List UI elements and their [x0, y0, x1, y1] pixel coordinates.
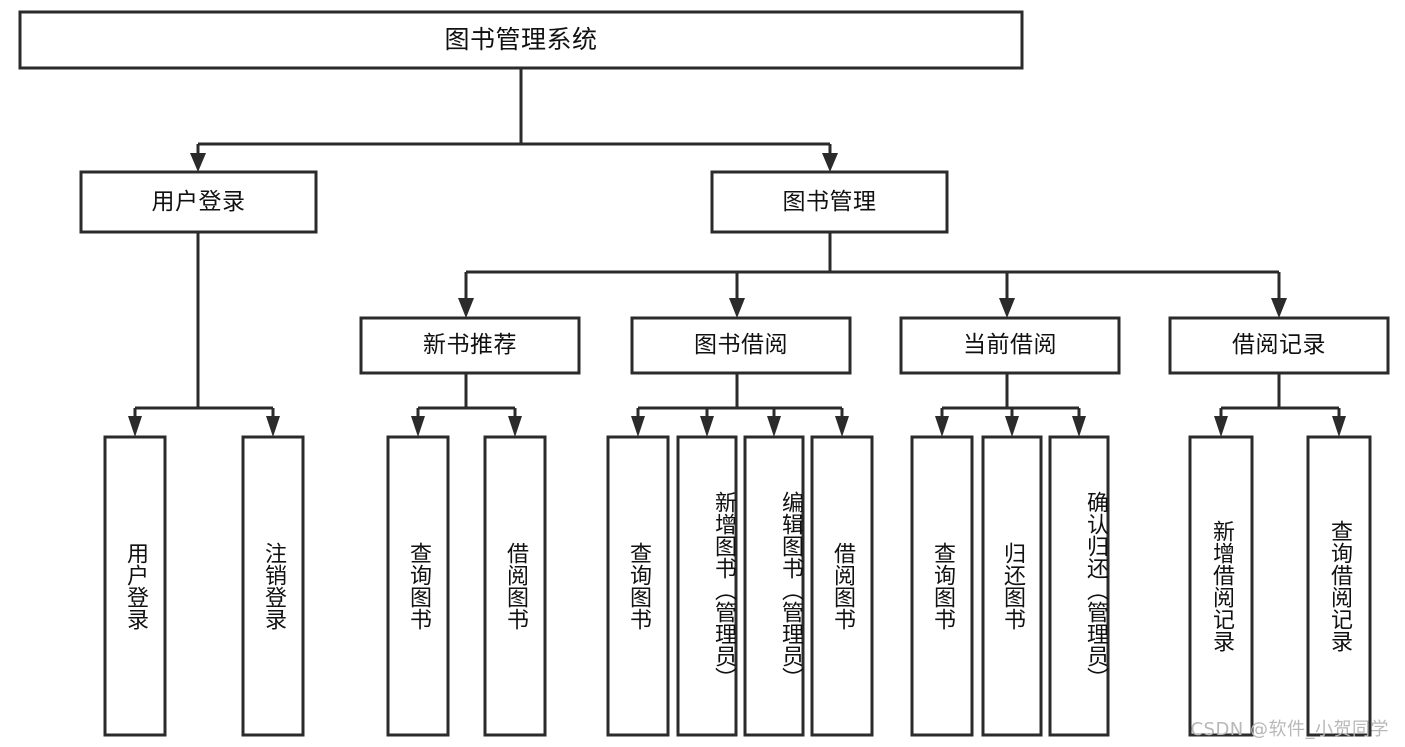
node-box-new-book-recommend[interactable] [359, 316, 581, 375]
arrowhead-leaf-borrow-book-2 [835, 416, 849, 437]
leaf-box-query-record[interactable] [1306, 435, 1372, 737]
leaf-box-user-login[interactable] [103, 435, 167, 737]
arrowhead-leaf-query-record [1332, 416, 1346, 437]
leaf-box-query-book-1[interactable] [386, 435, 450, 737]
arrowhead-leaf-query-book-2 [631, 416, 645, 437]
node-box-book-manage[interactable] [710, 170, 949, 234]
node-box-current-borrow[interactable] [899, 316, 1121, 375]
arrowhead-user-login [190, 153, 206, 172]
arrowhead-current-borrow [999, 298, 1015, 318]
arrowhead-leaf-edit-book [767, 416, 781, 437]
node-box-user-login[interactable] [79, 170, 318, 234]
leaf-box-add-record[interactable] [1188, 435, 1254, 737]
arrowhead-new-book-recommend [458, 298, 474, 318]
leaf-box-confirm-return[interactable] [1048, 435, 1110, 737]
leaf-box-logout-login[interactable] [241, 435, 305, 737]
arrowhead-leaf-query-book-1 [411, 416, 425, 437]
leaf-box-edit-book[interactable] [743, 435, 805, 737]
arrowhead-leaf-borrow-book-1 [508, 416, 522, 437]
arrowhead-leaf-logout-login [266, 416, 280, 437]
arrowhead-borrow-record [1271, 298, 1287, 318]
node-box-book-borrow[interactable] [630, 316, 852, 375]
leaf-box-query-book-2[interactable] [606, 435, 670, 737]
arrowhead-leaf-add-book [700, 416, 714, 437]
arrowhead-leaf-user-login [128, 416, 142, 437]
node-box-root[interactable] [18, 10, 1024, 70]
arrowhead-leaf-add-record [1214, 416, 1228, 437]
node-box-borrow-record[interactable] [1168, 316, 1390, 375]
leaf-box-borrow-book-2[interactable] [810, 435, 874, 737]
arrowhead-book-borrow [729, 298, 745, 318]
arrowhead-leaf-return-book [1005, 416, 1019, 437]
arrowhead-leaf-confirm-return [1072, 416, 1086, 437]
arrowhead-book-manage [822, 153, 838, 172]
leaf-box-add-book[interactable] [676, 435, 738, 737]
leaf-box-return-book[interactable] [981, 435, 1043, 737]
leaf-box-borrow-book-1[interactable] [483, 435, 547, 737]
arrowhead-leaf-query-book-3 [935, 416, 949, 437]
leaf-box-query-book-3[interactable] [910, 435, 974, 737]
